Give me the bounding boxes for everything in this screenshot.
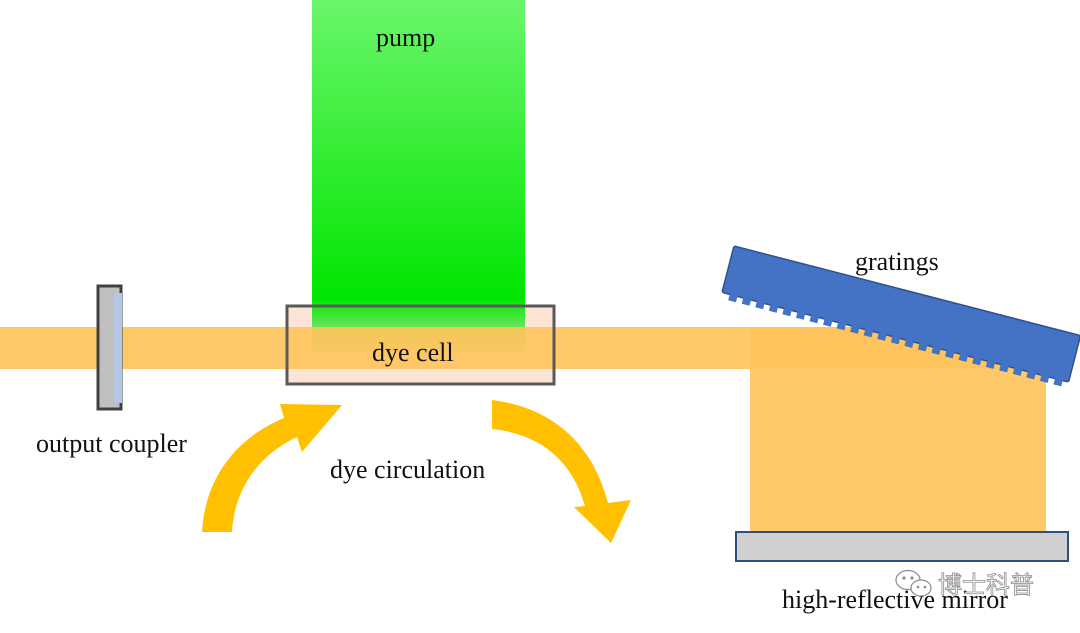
grating-tooth — [1039, 374, 1050, 383]
high-reflective-mirror — [735, 531, 1069, 562]
grating-tooth — [863, 328, 874, 338]
dye-cell-label: dye cell — [372, 338, 454, 367]
pump-label: pump — [376, 23, 435, 52]
output-coupler-coating — [114, 293, 122, 403]
grating-tooth — [945, 349, 955, 359]
watermark: 博士科普 — [895, 569, 1034, 599]
gratings-label: gratings — [855, 247, 939, 276]
high-reflective-mirror-label: high-reflective mirror — [782, 585, 1008, 614]
dye-circulation-label: dye circulation — [330, 455, 485, 484]
grating-tooth — [1053, 377, 1063, 387]
pump-beam — [312, 0, 525, 352]
grating-tooth — [877, 332, 887, 341]
grating-tooth — [890, 335, 901, 345]
circulation-arrow-in — [202, 404, 342, 532]
grating-tooth — [795, 311, 806, 320]
dye-cell-outline — [285, 304, 556, 386]
wechat-icon — [895, 569, 932, 597]
grating-tooth — [904, 339, 914, 348]
grating-tooth — [1012, 367, 1023, 376]
grating-teeth — [728, 293, 1063, 387]
grating-tooth — [1026, 370, 1036, 380]
grating-tooth — [768, 304, 779, 313]
grating-tooth — [782, 307, 792, 317]
grating-tooth — [850, 325, 860, 334]
grating-tooth — [999, 363, 1009, 373]
grating-tooth — [823, 318, 833, 327]
grating-tooth — [728, 293, 738, 303]
grating-tooth — [755, 300, 765, 310]
gratings — [721, 245, 1080, 387]
grating-tooth — [931, 346, 941, 355]
grating-tooth — [958, 353, 969, 362]
grating-tooth — [972, 356, 982, 366]
grating-tooth — [741, 296, 752, 306]
grating-tooth — [809, 314, 820, 324]
output-coupler — [96, 284, 123, 411]
circulation-arrow-out — [492, 400, 631, 543]
grating-tooth — [917, 342, 928, 352]
grating-tooth — [836, 321, 847, 331]
grating-tooth — [985, 360, 996, 369]
watermark-text: 博士科普 — [938, 571, 1034, 599]
output-coupler-label: output coupler — [36, 429, 187, 458]
